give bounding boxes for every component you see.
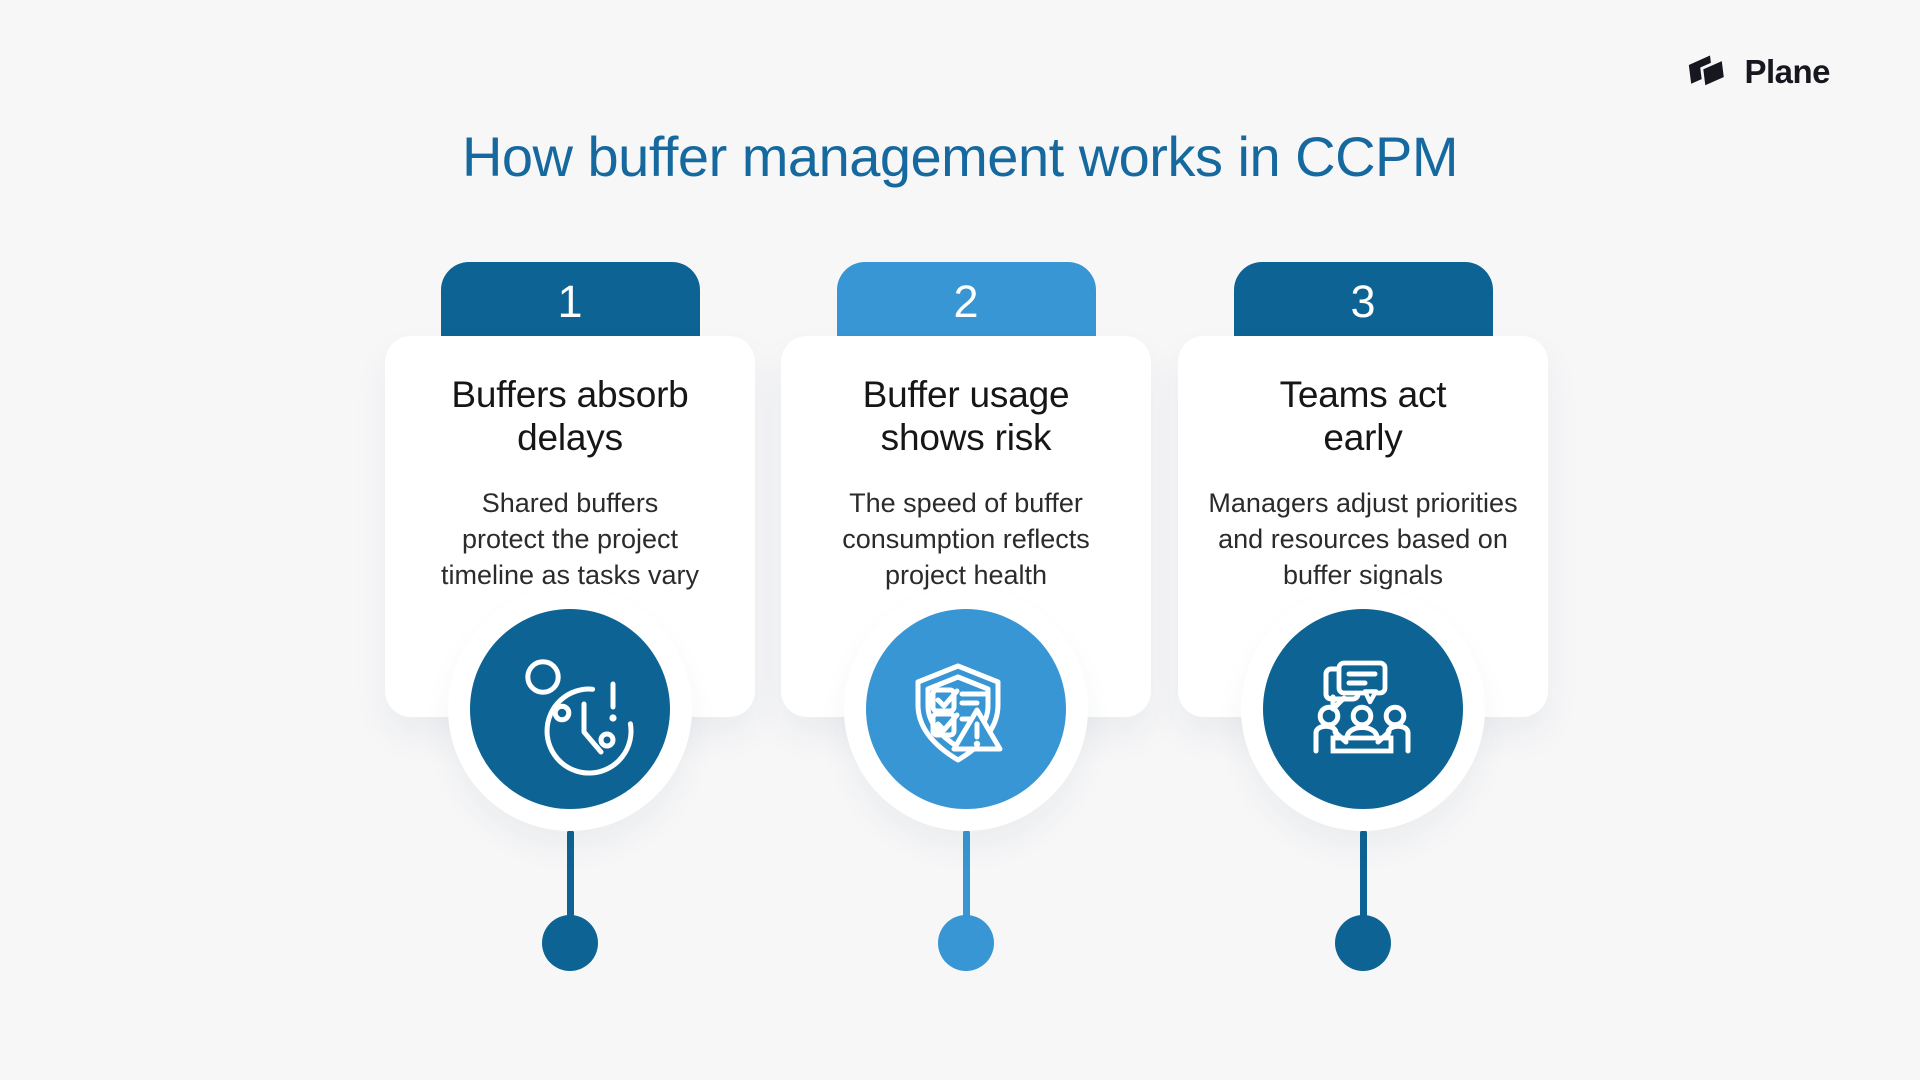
step-number-tab: 3	[1233, 262, 1493, 342]
step-icon-circle	[866, 609, 1066, 809]
step-number-tab: 1	[440, 262, 700, 342]
plane-logo-icon	[1689, 55, 1728, 90]
page-title: How buffer management works in CCPM	[461, 125, 1459, 188]
step-number: 3	[1350, 276, 1376, 327]
shield-risk-icon	[915, 663, 1003, 763]
team-meeting-icon	[1313, 660, 1411, 754]
connector-stem	[962, 830, 970, 920]
connector-stem	[1359, 830, 1367, 920]
step-number: 1	[557, 276, 583, 327]
icon-halo	[1241, 587, 1485, 831]
step-number: 2	[953, 276, 979, 327]
plane-logo-text: Plane	[1744, 53, 1830, 90]
connector-dot	[938, 915, 994, 971]
icon-halo	[448, 587, 692, 831]
connector-dot	[1335, 915, 1391, 971]
step-icon-circle	[1263, 609, 1463, 809]
step-icon-circle	[470, 609, 670, 809]
connector-stem	[566, 830, 574, 920]
icon-halo	[844, 587, 1088, 831]
connector-dot	[542, 915, 598, 971]
step-number-tab: 2	[836, 262, 1096, 342]
plane-logo: Plane	[1685, 50, 1830, 94]
clock-delay-icon	[525, 659, 634, 776]
